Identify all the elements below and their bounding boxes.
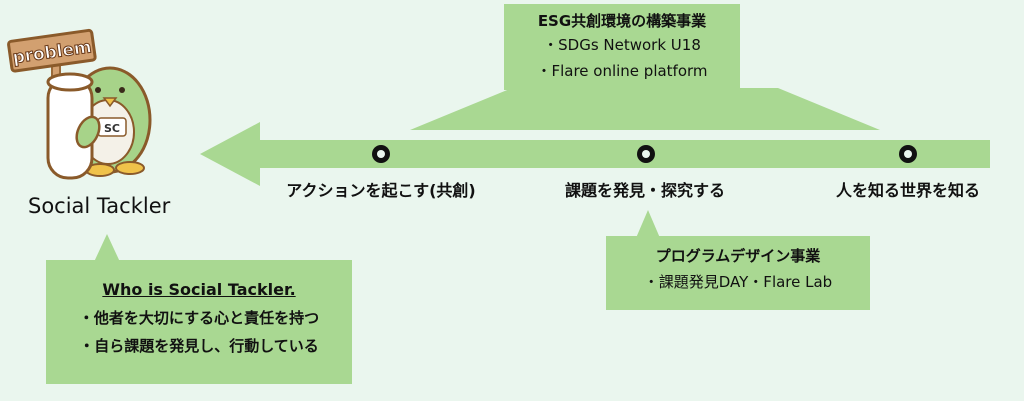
stage-marker-discover (637, 145, 655, 163)
top-callout-tail (410, 88, 880, 130)
character-name: Social Tackler (28, 194, 171, 218)
social-tackler-illustration: problem SC (7, 28, 152, 180)
stage-marker-know (899, 145, 917, 163)
middle-callout: プログラムデザイン事業 ・課題発見DAY・Flare Lab (606, 236, 870, 310)
bottom-callout: Who is Social Tackler. ・他者を大切にする心と責任を持つ … (46, 260, 352, 384)
top-callout-title: ESG共創環境の構築事業 (537, 12, 707, 30)
bottom-callout-tail (94, 234, 120, 262)
bottom-callout-item: ・自ら課題を発見し、行動している (79, 337, 319, 355)
middle-callout-title: プログラムデザイン事業 (655, 247, 821, 265)
bottom-callout-title: Who is Social Tackler. (102, 280, 296, 299)
stage-label-discover: 課題を発見・探究する (564, 181, 726, 200)
sign-board (7, 28, 97, 73)
stage-label-know: 人を知る世界を知る (835, 181, 981, 200)
top-callout: ESG共創環境の構築事業 ・SDGs Network U18 ・Flare on… (504, 4, 740, 90)
process-arrow-body (258, 140, 990, 168)
penguin-eye (95, 87, 101, 93)
top-callout-item: ・Flare online platform (536, 62, 708, 80)
bottom-callout-item: ・他者を大切にする心と責任を持つ (78, 309, 320, 327)
shirt-text: SC (104, 122, 120, 135)
top-callout-item: ・SDGs Network U18 (543, 36, 701, 54)
stage-label-action: アクションを起こす(共創) (286, 181, 476, 200)
penguin-eye (119, 87, 125, 93)
process-arrow-head (200, 122, 260, 186)
middle-callout-tail (636, 210, 660, 238)
stage-marker-action (372, 145, 390, 163)
middle-callout-item: ・課題発見DAY・Flare Lab (643, 273, 833, 291)
